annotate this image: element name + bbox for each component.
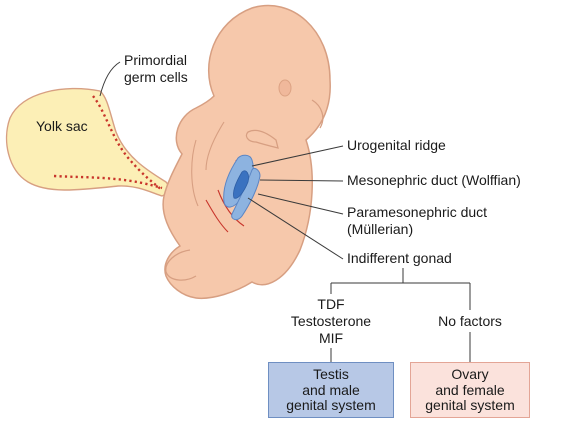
male-outcome-line-2: and male — [302, 381, 360, 398]
paramesonephric-line-2: (Müllerian) — [347, 221, 414, 237]
leader-mesonephric — [259, 179, 344, 182]
male-factor-mif: MIF — [318, 330, 344, 346]
mesonephric-duct-label: Mesonephric duct (Wolffian) — [347, 172, 521, 188]
leader-paramesonephric — [257, 193, 344, 215]
female-factors: No factors — [438, 313, 502, 329]
leader-germ-cells — [99, 61, 121, 97]
embryo-leg — [165, 249, 197, 281]
female-outcome-line-1: Ovary — [451, 366, 489, 382]
yolk-sac — [5, 87, 169, 197]
embryo-body — [162, 4, 331, 300]
embryo-arm — [245, 129, 279, 149]
male-outcome-line-1: Testis — [313, 366, 349, 382]
embryo-face-contour — [311, 99, 324, 129]
male-outcome-box: Testis and male genital system — [268, 362, 394, 418]
urogenital-ridge-label: Urogenital ridge — [347, 137, 446, 153]
leader-indifferent-gonad — [247, 197, 344, 260]
paramesonephric-duct — [231, 167, 261, 221]
female-outcome-line-3: genital system — [425, 397, 515, 413]
primordial-germ-cells-label: Primordial germ cells — [124, 52, 188, 86]
yolk-sac-label: Yolk sac — [36, 118, 88, 134]
male-factor-tdf: TDF — [317, 296, 345, 312]
indifferent-gonad-label: Indifferent gonad — [347, 250, 452, 266]
male-factor-testosterone: Testosterone — [290, 313, 372, 329]
embryo-eye — [278, 79, 292, 97]
male-outcome-line-3: genital system — [286, 397, 376, 413]
paramesonephric-duct-label: Paramesonephric duct (Müllerian) — [347, 204, 487, 238]
germ-cell-track-lower — [53, 174, 163, 190]
primordial-germ-cells-line-1: Primordial — [124, 52, 188, 68]
embryo-body-fold — [191, 121, 225, 207]
male-factors: TDF Testosterone MIF — [286, 296, 376, 347]
paramesonephric-line-1: Paramesonephric duct — [347, 204, 488, 220]
leader-urogenital-ridge — [251, 145, 344, 167]
female-outcome-box: Ovary and female genital system — [410, 362, 530, 418]
primordial-germ-cells-line-2: germ cells — [124, 69, 188, 85]
female-outcome-line-2: and female — [435, 381, 505, 398]
indifferent-gonad-shape — [233, 170, 249, 199]
